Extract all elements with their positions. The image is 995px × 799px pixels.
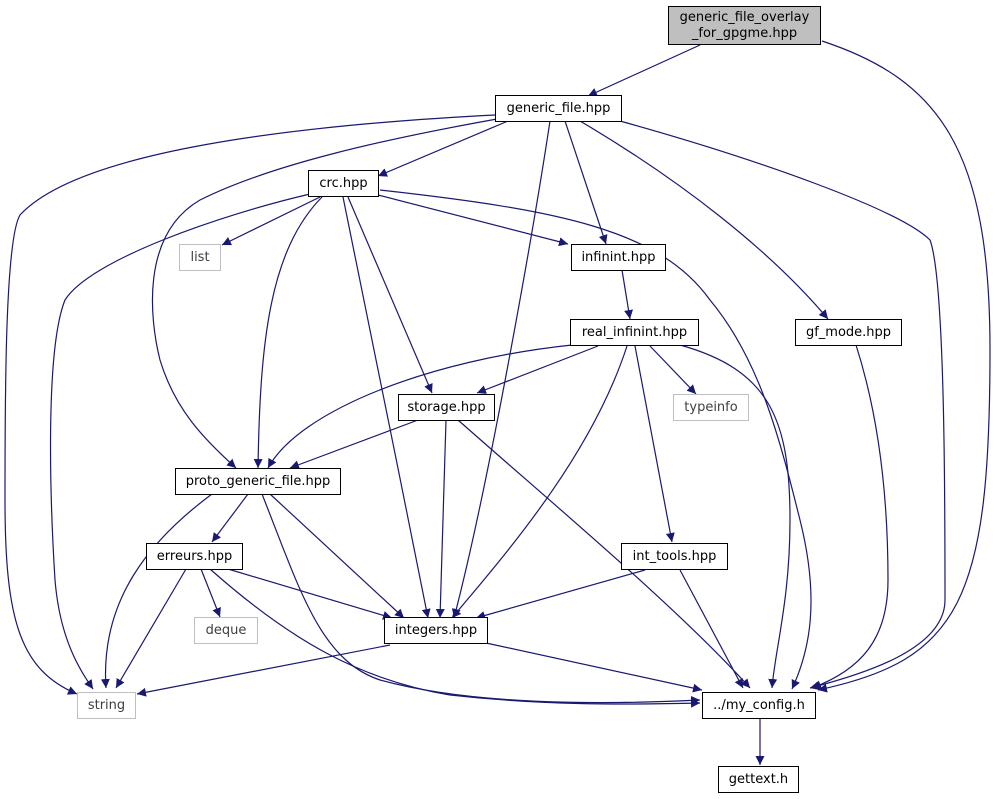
edge-integers-my-config [485, 642, 703, 693]
edge-crc-storage [347, 196, 433, 394]
edge-root-generic-file [587, 44, 701, 97]
node-integers-hpp[interactable]: integers.hpp [384, 617, 488, 644]
edge-real-infinint-my-config [679, 344, 791, 689]
edge-generic-file-crc [377, 120, 509, 177]
edge-proto-my-config [261, 493, 701, 705]
edge-proto-erreurs [211, 493, 249, 543]
node-crc-hpp[interactable]: crc.hpp [308, 170, 379, 197]
node-real-infinint-hpp[interactable]: real_infinint.hpp [570, 319, 699, 346]
edge-real-infinint-typeinfo [649, 345, 697, 395]
edge-crc-my-config [379, 189, 812, 690]
node-int-tools-hpp[interactable]: int_tools.hpp [621, 543, 728, 570]
node-root-label-line2: _for_gpgme.hpp [691, 25, 798, 41]
edge-crc-proto [253, 196, 323, 469]
node-proto-generic-file-hpp[interactable]: proto_generic_file.hpp [175, 468, 341, 495]
node-gettext-h[interactable]: gettext.h [718, 766, 799, 793]
node-root-label-line1: generic_file_overlay [679, 9, 810, 25]
node-infinint-hpp[interactable]: infinint.hpp [571, 244, 666, 271]
edge-real-infinint-storage [476, 345, 599, 394]
edge-generic-file-string [4, 114, 496, 695]
node-storage-hpp[interactable]: storage.hpp [398, 394, 495, 421]
edge-int-tools-integers [475, 569, 646, 620]
edge-generic-file-proto [151, 118, 498, 469]
edge-crc-list [221, 196, 321, 246]
edge-crc-string [49, 193, 311, 690]
node-deque[interactable]: deque [194, 617, 258, 644]
node-typeinfo[interactable]: typeinfo [673, 394, 749, 421]
edge-erreurs-integers [227, 568, 393, 620]
node-string[interactable]: string [77, 692, 136, 719]
edge-int-tools-my-config [679, 569, 744, 689]
node-my-config-h[interactable]: ../my_config.h [702, 692, 816, 719]
edge-storage-proto [289, 419, 419, 470]
edge-generic-file-infinint [564, 120, 608, 245]
edge-integers-string [136, 644, 391, 697]
edge-crc-integers [342, 196, 431, 619]
edge-erreurs-string [115, 568, 187, 689]
edge-proto-integers [269, 493, 405, 619]
edge-erreurs-deque [200, 568, 221, 618]
edge-generic-file-my-config [619, 120, 946, 691]
node-gf-mode-hpp[interactable]: gf_mode.hpp [795, 319, 902, 346]
edge-generic-file-gf-mode [579, 120, 829, 320]
edge-storage-my-config [457, 419, 751, 689]
node-erreurs-hpp[interactable]: erreurs.hpp [146, 543, 243, 570]
node-generic-file-hpp[interactable]: generic_file.hpp [495, 95, 622, 122]
edge-real-infinint-proto [267, 344, 573, 469]
edge-real-infinint-integers [451, 345, 628, 619]
edge-storage-integers [435, 419, 447, 619]
edge-crc-infinint [377, 194, 569, 247]
edge-erreurs-my-config [209, 568, 701, 708]
edge-root-my-config [817, 40, 991, 693]
edge-gf-mode-my-config [811, 344, 889, 690]
edge-proto-string [100, 493, 213, 689]
edge-real-infinint-int-tools [634, 345, 675, 543]
node-generic-file-overlay-for-gpgme[interactable]: generic_file_overlay _for_gpgme.hpp [668, 6, 821, 45]
edge-generic-file-integers [451, 120, 551, 619]
node-list[interactable]: list [179, 244, 221, 271]
edge-infinint-real-infinint [621, 269, 633, 320]
